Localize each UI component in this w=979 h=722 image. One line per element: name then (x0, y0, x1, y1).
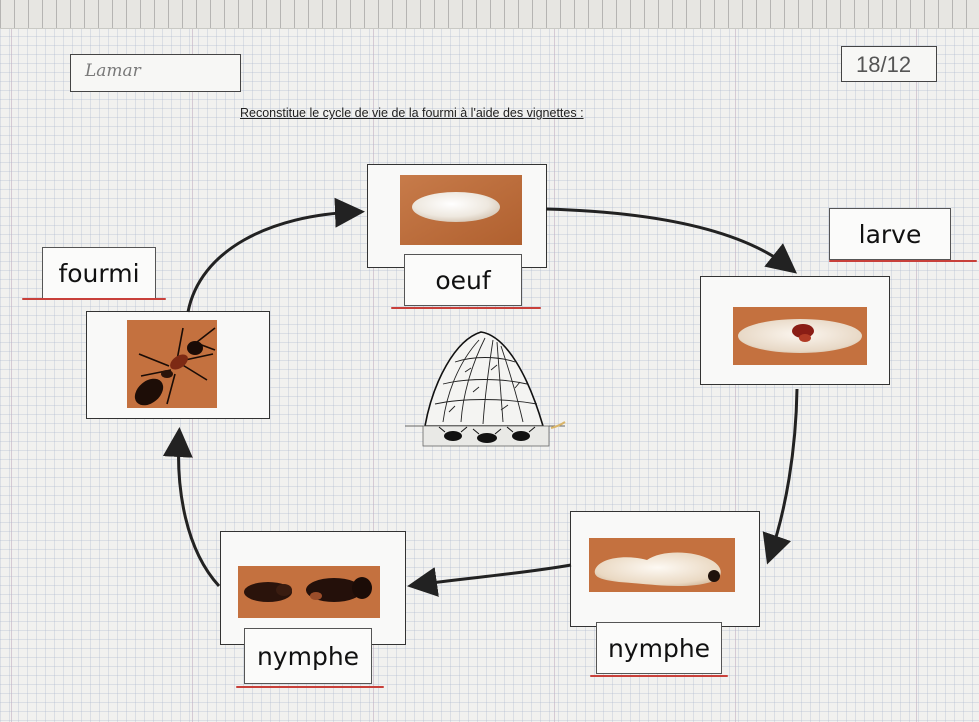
arrow-icon (770, 389, 797, 556)
arrow-icon (188, 212, 356, 312)
arrow-icon (178, 436, 219, 586)
arrow-icon (416, 565, 571, 585)
arrow-icon (546, 209, 790, 268)
